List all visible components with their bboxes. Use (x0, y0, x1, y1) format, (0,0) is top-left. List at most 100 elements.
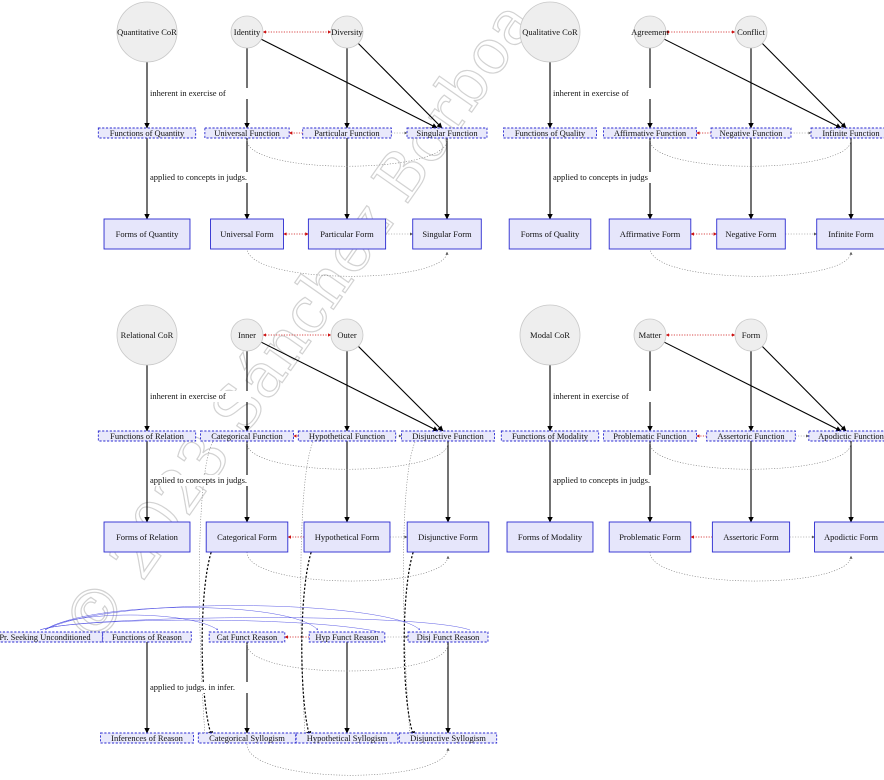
node-label: Functions of Quality (515, 128, 586, 138)
node-label: Disjunctive Syllogism (410, 733, 486, 743)
form-shape (406, 521, 490, 553)
node-label: Diversity (331, 27, 363, 37)
node-label: Relational CoR (121, 330, 174, 340)
node-label: Form (742, 330, 761, 340)
edge-label-q-inh: inherent in exercise of (150, 88, 226, 98)
node-label: Categorical Syllogism (209, 733, 285, 743)
node-label: Negative Form (725, 229, 777, 239)
edge-diversity-to-sing-fn (357, 42, 443, 129)
function-shape (406, 127, 488, 139)
node-hyp-fn: Hypothetical Function (297, 430, 397, 442)
edge-label-q-app: applied to concepts in judgs. (150, 172, 247, 182)
node-conflict: Conflict (734, 15, 768, 49)
node-reason-fn: Functions of Reason (102, 631, 192, 643)
edge-label-bg (149, 475, 278, 486)
node-label: Apodictic Function (818, 431, 884, 441)
node-label: Functions of Reason (112, 632, 183, 642)
node-label: Negative Function (719, 128, 783, 138)
edge-label-bg (552, 88, 655, 99)
pr-to-dis-fr (44, 605, 421, 631)
function-shape (295, 732, 399, 744)
function-shape (97, 430, 197, 442)
edge-label-l-app: applied to concepts in judgs (553, 172, 648, 182)
node-label: Hypothetical Syllogism (307, 733, 388, 743)
form-shape (816, 218, 884, 250)
node-label: Assertoric Form (723, 532, 779, 542)
node-aff-fn: Affirmative Function (603, 127, 697, 139)
node-label: Hypothetical Function (309, 431, 386, 441)
smallcircle-shape (633, 15, 667, 49)
node-apo-form: Apodictic Form (814, 521, 884, 553)
node-label: Universal Function (214, 128, 280, 138)
cat-form-to-syl (201, 537, 219, 738)
arc-quantity-fn (246, 139, 448, 167)
node-qn-cor: Quantitative CoR (116, 1, 178, 63)
node-neg-form: Negative Form (716, 218, 786, 250)
smallcircle-shape (734, 15, 768, 49)
node-label: Inferences of Reason (111, 733, 183, 743)
smallcircle-shape (330, 318, 364, 352)
function-shape (603, 127, 697, 139)
node-label: Matter (639, 330, 662, 340)
node-pr-seek: Pr. Seeking Unconditioned (0, 631, 103, 643)
node-inner: Inner (230, 318, 264, 352)
node-cat-fr: Cat Funct Reason (208, 631, 286, 643)
function-shape (200, 430, 294, 442)
function-shape (710, 127, 792, 139)
arc-quality-fn (649, 139, 852, 167)
function-shape (401, 430, 495, 442)
edge-label-bg (552, 391, 655, 402)
edge-agreement-to-inf-fn (664, 38, 842, 129)
form-shape (608, 521, 692, 553)
node-label: Categorical Function (211, 431, 283, 441)
node-mod-forms: Forms of Modality (506, 521, 594, 553)
edge-label-x-app: applied to judgs. in infer. (150, 682, 235, 692)
node-rel-forms: Forms of Relation (103, 521, 191, 553)
edge-label-bg (149, 391, 252, 402)
form-shape (307, 218, 387, 250)
arc-modality-fn (649, 442, 852, 470)
function-shape (97, 127, 197, 139)
edges-layer (144, 30, 854, 740)
function-shape (500, 430, 600, 442)
form-shape (608, 218, 692, 250)
form-shape (103, 218, 191, 250)
node-label: Disj Funct Reason (417, 632, 481, 642)
node-inf-form: Infinite Form (816, 218, 884, 250)
node-label: Singular Form (422, 229, 472, 239)
node-label: Hypothetical Form (315, 532, 380, 542)
node-label: Conflict (737, 27, 765, 37)
edge-labels-layer: inherent in exercise of applied to concep… (149, 88, 681, 693)
node-sing-fn: Singular Function (406, 127, 488, 139)
node-label: Problematic Function (613, 431, 687, 441)
form-shape (210, 218, 284, 250)
hyp-form-to-syl (301, 537, 319, 738)
node-outer: Outer (330, 318, 364, 352)
node-label: Problematic Form (619, 532, 681, 542)
node-diversity: Diversity (330, 15, 364, 49)
rel-dis-to-syl (403, 435, 421, 736)
form-shape (412, 218, 482, 250)
node-cat-syl: Categorical Syllogism (197, 732, 297, 744)
function-shape (407, 631, 489, 643)
edge-identity-to-sing-fn (261, 38, 438, 129)
dis-form-to-syl (403, 537, 421, 738)
function-shape (308, 631, 386, 643)
node-label: Affirmative Function (614, 128, 687, 138)
node-mod-cor: Modal CoR (519, 304, 581, 366)
node-label: Cat Funct Reason (217, 632, 278, 642)
node-label: Infinite Function (822, 128, 880, 138)
form-to-syllogism-links (201, 537, 421, 738)
function-shape (100, 732, 194, 744)
node-form-c: Form (734, 318, 768, 352)
smallcircle-shape (330, 15, 364, 49)
rel-hyp-to-syl (300, 435, 319, 736)
node-label: Functions of Relation (110, 431, 184, 441)
node-label: Pr. Seeking Unconditioned (0, 632, 91, 642)
edge-form-c-to-apo-fn (761, 345, 847, 432)
node-label: Forms of Modality (518, 532, 583, 542)
function-shape (297, 430, 397, 442)
node-dis-form: Disjunctive Form (406, 521, 490, 553)
node-label: Identity (234, 27, 261, 37)
